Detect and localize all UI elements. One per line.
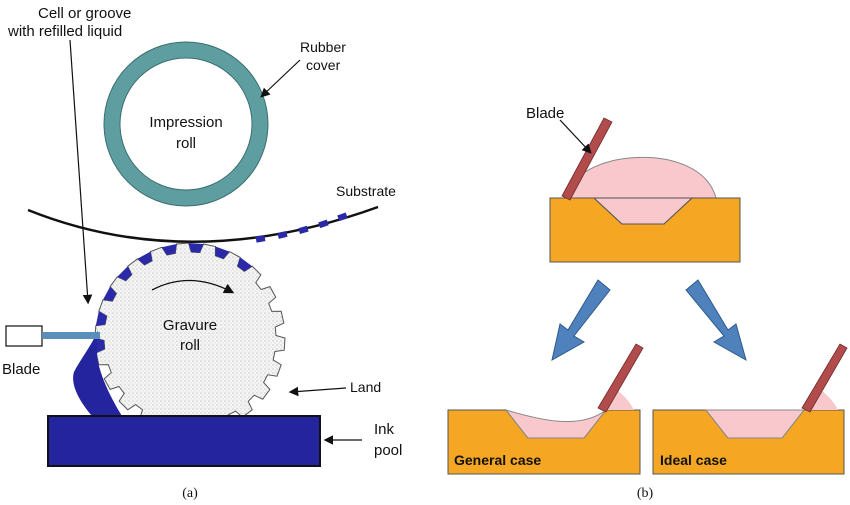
rubber-label-line2: cover <box>306 57 341 73</box>
caption-b: (b) <box>637 486 654 501</box>
impression-roll <box>119 57 253 191</box>
gravure-cells <box>95 243 253 353</box>
blade-arm <box>42 332 100 339</box>
cell-label-line1: Cell or groove <box>38 5 131 22</box>
blade-label-b: Blade <box>526 105 564 122</box>
top-groove-liquid <box>592 197 694 225</box>
filled-cell <box>161 244 177 256</box>
general-liquid <box>504 409 607 439</box>
rubber-label-line1: Rubber <box>300 39 346 55</box>
filled-cell <box>137 251 153 265</box>
blade-leader-b <box>559 119 592 154</box>
substrate-line <box>27 205 379 243</box>
cell-label-line2: with refilled liquid <box>7 23 122 40</box>
ideal-blade <box>801 343 848 413</box>
ink-label-line2: pool <box>374 442 402 459</box>
general-case-label: General case <box>454 452 541 468</box>
general-blade <box>597 343 644 413</box>
caption-a: (a) <box>182 486 198 501</box>
substrate-label: Substrate <box>336 183 396 199</box>
blade-holder <box>5 325 43 347</box>
panel-b: Blade General case Ideal case (b) <box>447 105 848 501</box>
impression-label-line2: roll <box>176 135 196 152</box>
gravure-label-line2: roll <box>180 337 200 354</box>
arrow-to-general <box>551 279 611 361</box>
arrow-to-ideal <box>685 279 747 362</box>
filled-cell <box>117 266 132 281</box>
filled-cell <box>237 257 253 272</box>
filled-cell <box>95 311 107 326</box>
ink-meniscus <box>73 330 122 416</box>
ideal-case-label: Ideal case <box>660 452 727 468</box>
land-leader <box>288 386 347 397</box>
land-label: Land <box>350 379 381 395</box>
impression-label-line1: Impression <box>149 114 222 131</box>
filled-cell <box>95 338 105 353</box>
ink-label-line1: Ink <box>374 421 395 438</box>
rubber-leader <box>260 59 301 98</box>
filled-cell <box>103 286 117 302</box>
panel-a: Cell or groove with refilled liquid Rubb… <box>2 5 402 501</box>
filled-cell <box>215 246 230 259</box>
filled-cell <box>188 243 204 253</box>
blade-label-a: Blade <box>2 361 40 378</box>
ink-pool <box>47 415 321 467</box>
substrate-ink-transfer <box>255 212 348 243</box>
gravure-label-line1: Gravure <box>163 317 217 334</box>
ideal-liquid <box>704 409 806 439</box>
cell-leader <box>69 39 93 305</box>
rotation-arrow <box>151 279 235 294</box>
